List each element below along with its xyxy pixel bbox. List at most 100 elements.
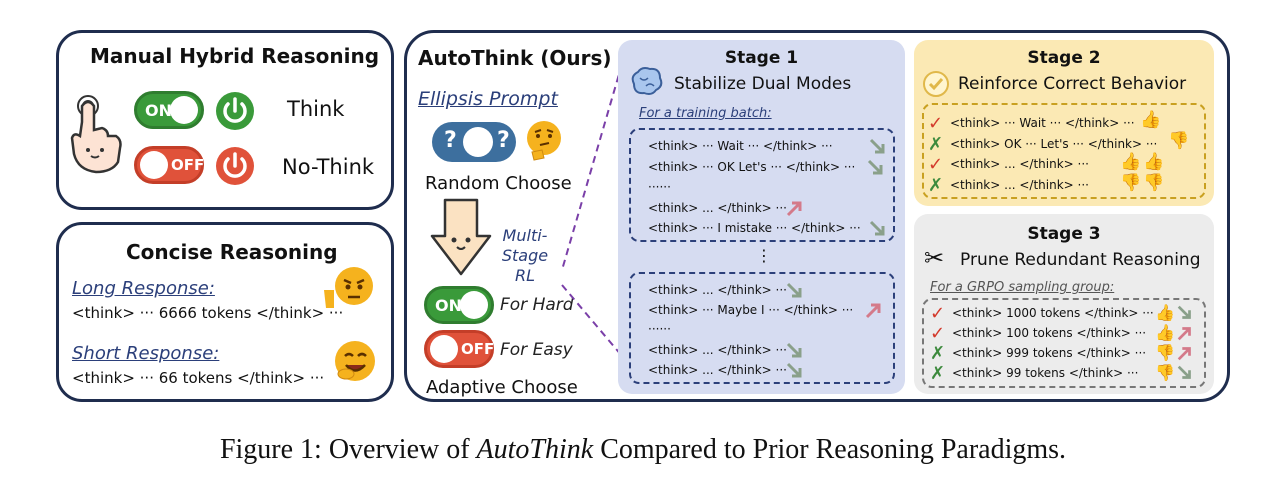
thumbs-up-icon: 👍 (1140, 110, 1162, 130)
stage3-box (922, 298, 1206, 388)
stage2-subtitle: Reinforce Correct Behavior (958, 74, 1187, 94)
stage1-subtitle: Stabilize Dual Modes (674, 74, 852, 94)
cross-mark: ✗ (928, 134, 944, 155)
stage2-box (922, 103, 1206, 199)
short-response-label: Short Response: (72, 343, 220, 364)
stage1-row: <think> ... </think> ··· (648, 363, 787, 377)
check-mark: ✓ (930, 323, 946, 344)
stage1-row: ······ (648, 322, 671, 336)
stage2-panel (914, 40, 1214, 206)
question-mark-left: ? (444, 128, 457, 153)
concise-panel (56, 222, 394, 402)
for-hard-label: For Hard (500, 295, 574, 315)
thumbs-up-icon: 👍 (1120, 152, 1142, 172)
arrow-up-right-icon (786, 201, 802, 217)
stage3-title: Stage 3 (1027, 224, 1101, 244)
stage1-panel (618, 40, 905, 394)
on-label: ON (145, 100, 172, 120)
hard-on-toggle: ON (424, 286, 494, 324)
caption-italic: AutoThink (476, 434, 594, 465)
stage3-panel (914, 214, 1214, 394)
arrow-up-right-icon (1177, 347, 1191, 361)
arrow-down-right-icon (786, 282, 802, 298)
toggle-knob (140, 151, 168, 179)
adaptive-choose-label: Adaptive Choose (426, 377, 578, 398)
stage1-row: ······ (648, 180, 671, 194)
stage3-group-label: For a GRPO sampling group: (930, 280, 1115, 295)
for-easy-label: For Easy (500, 340, 573, 360)
stage3-subtitle: Prune Redundant Reasoning (960, 250, 1201, 270)
arrow-down-right-icon (1177, 365, 1191, 379)
toggle-knob (430, 335, 458, 363)
check-mark: ✓ (930, 303, 946, 324)
stage3-row: <think> 99 tokens </think> ··· (952, 366, 1139, 380)
toggle-knob (463, 127, 493, 157)
thumbs-down-icon: 👎 (1143, 173, 1165, 193)
arrow-down-right-icon (869, 220, 885, 236)
annoyed-emoji-icon (324, 267, 373, 308)
vertical-ellipsis: ⋮ (756, 246, 772, 265)
arrow-down-right-icon (869, 138, 885, 154)
stage3-row: <think> 999 tokens </think> ··· (952, 346, 1147, 360)
stage2-row: <think> ... </think> ··· (950, 157, 1089, 171)
stage1-row: <think> ... </think> ··· (648, 201, 787, 215)
easy-off-toggle: OFF (424, 330, 494, 368)
manual-hybrid-title: Manual Hybrid Reasoning (90, 44, 380, 68)
stage1-batch-box-a (629, 128, 895, 242)
thumbs-down-icon: 👎 (1155, 343, 1175, 362)
thumbs-up-icon: 👍 (1155, 323, 1175, 342)
yum-emoji-icon (335, 341, 375, 381)
check-mark: ✓ (928, 154, 944, 175)
thumbs-down-icon: 👎 (1168, 131, 1190, 151)
arrow-down-right-icon (867, 159, 883, 175)
thinking-emoji-icon (527, 121, 561, 161)
manual-off-toggle: OFF (134, 146, 204, 184)
long-response-label: Long Response: (72, 278, 215, 299)
arrow-down-right-icon (786, 362, 802, 378)
brain-icon (631, 67, 663, 95)
cross-mark: ✗ (930, 343, 946, 364)
long-response-text: <think> ··· 6666 tokens </think> ··· (72, 304, 344, 322)
cross-mark: ✗ (930, 363, 946, 384)
cross-mark: ✗ (928, 175, 944, 196)
power-on-icon (216, 92, 254, 130)
multi-stage-rl-label: Multi-Stage RL (501, 226, 549, 285)
check-circle-icon (923, 71, 949, 97)
stage3-row: <think> 1000 tokens </think> ··· (952, 306, 1154, 320)
stage2-row: <think> OK ··· Let's ··· </think> ··· (950, 137, 1158, 151)
power-off-icon (216, 147, 254, 185)
connector-lines (561, 63, 623, 357)
stage2-row: <think> ... </think> ··· (950, 178, 1089, 192)
concise-title: Concise Reasoning (126, 240, 338, 264)
check-mark: ✓ (928, 113, 944, 134)
stage1-row: <think> ··· I mistake ··· </think> ··· (648, 221, 861, 235)
thumbs-up-icon: 👍 (1155, 303, 1175, 322)
random-choose-label: Random Choose (425, 173, 572, 194)
scissors-icon: ✂ (924, 244, 945, 272)
arrow-up-right-icon (865, 303, 881, 319)
question-mark-right: ? (497, 128, 510, 153)
stage3-row: <think> 100 tokens </think> ··· (952, 326, 1147, 340)
short-response-text: <think> ··· 66 tokens </think> ··· (72, 369, 325, 387)
caption-suffix: Compared to Prior Reasoning Paradigms. (593, 434, 1067, 465)
thumbs-down-icon: 👎 (1155, 363, 1175, 382)
pointing-hand-icon (70, 95, 122, 174)
down-arrow-icon (430, 198, 492, 276)
stage2-title: Stage 2 (1027, 48, 1101, 68)
stage1-row: <think> ... </think> ··· (648, 343, 787, 357)
stage1-batch-label: For a training batch: (639, 106, 772, 121)
caption-prefix: Figure 1: Overview of (219, 434, 477, 465)
stage1-batch-box-b (629, 272, 895, 384)
stage1-title: Stage 1 (724, 48, 799, 68)
stage1-row: <think> ··· OK Let's ··· </think> ··· (648, 160, 856, 174)
thumbs-up-icon: 👍 (1143, 152, 1165, 172)
no-think-label: No-Think (282, 155, 375, 179)
stage1-row: <think> ··· Maybe I ··· </think> ··· (648, 303, 854, 317)
arrow-up-right-icon (1177, 327, 1191, 341)
arrow-down-right-icon (1177, 305, 1191, 319)
stage2-row: <think> ··· Wait ··· </think> ··· (950, 116, 1135, 130)
off-label: OFF (461, 340, 495, 358)
stage1-row: <think> ··· Wait ··· </think> ··· (648, 139, 833, 153)
on-label: ON (435, 295, 462, 315)
arrow-down-right-icon (786, 342, 802, 358)
